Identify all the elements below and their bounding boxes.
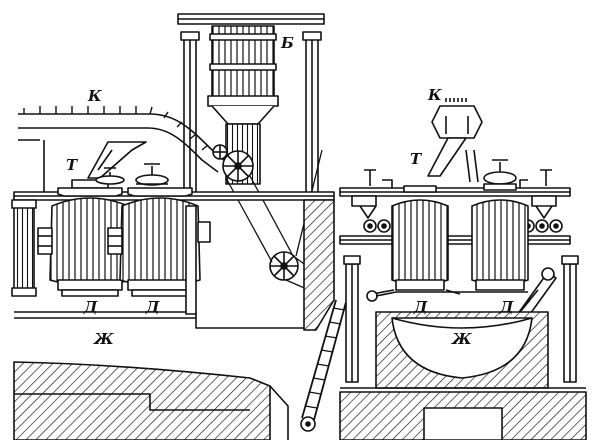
top-frame-beam xyxy=(177,13,325,25)
pulley-small-left xyxy=(212,144,228,160)
label-k-left: К xyxy=(87,87,102,105)
vessel-partial-left xyxy=(11,199,37,297)
diagram-labels: К Б Т Д Д Ж К Т Д Д Ж xyxy=(66,34,514,348)
frame-column-left xyxy=(180,31,200,199)
lower-rail-right xyxy=(339,235,571,245)
chain-under-vessels xyxy=(366,290,528,302)
hatched-wall-left xyxy=(303,199,335,331)
pan-zh-right xyxy=(375,311,549,389)
trough-t-right xyxy=(427,137,479,183)
foundation-left xyxy=(13,361,289,440)
frame-column-right xyxy=(302,31,322,199)
vessel-d-right-2 xyxy=(471,159,529,291)
valve-fittings-right xyxy=(364,169,552,188)
pulley-wheel-lower xyxy=(269,251,299,281)
conveyor-k-left xyxy=(18,106,227,196)
label-d-right-1: Д xyxy=(413,298,428,316)
column-right-a xyxy=(343,255,361,383)
label-d-left-1: Д xyxy=(83,298,98,316)
foundation-right xyxy=(339,387,587,440)
vessel-d-right-1 xyxy=(371,185,461,295)
label-t-right: Т xyxy=(410,150,423,168)
trough-t-left xyxy=(87,141,147,179)
pulley-wheel-upper xyxy=(222,150,254,182)
carriage-wheels-left xyxy=(363,219,391,233)
label-t-left: Т xyxy=(66,156,79,174)
label-d-right-2: Д xyxy=(499,298,514,316)
label-k-right: К xyxy=(427,86,442,104)
label-d-left-2: Д xyxy=(145,298,160,316)
label-zh-right: Ж xyxy=(451,330,472,348)
lower-floor-left xyxy=(14,205,304,329)
label-zh-left: Ж xyxy=(93,330,114,348)
upper-rail-right xyxy=(339,187,571,219)
conveyor-k-right xyxy=(431,98,483,139)
vessel-d-left-2 xyxy=(107,163,211,297)
inclined-chute xyxy=(300,299,347,432)
column-right-b xyxy=(561,255,579,383)
label-b-hopper: Б xyxy=(280,34,294,52)
